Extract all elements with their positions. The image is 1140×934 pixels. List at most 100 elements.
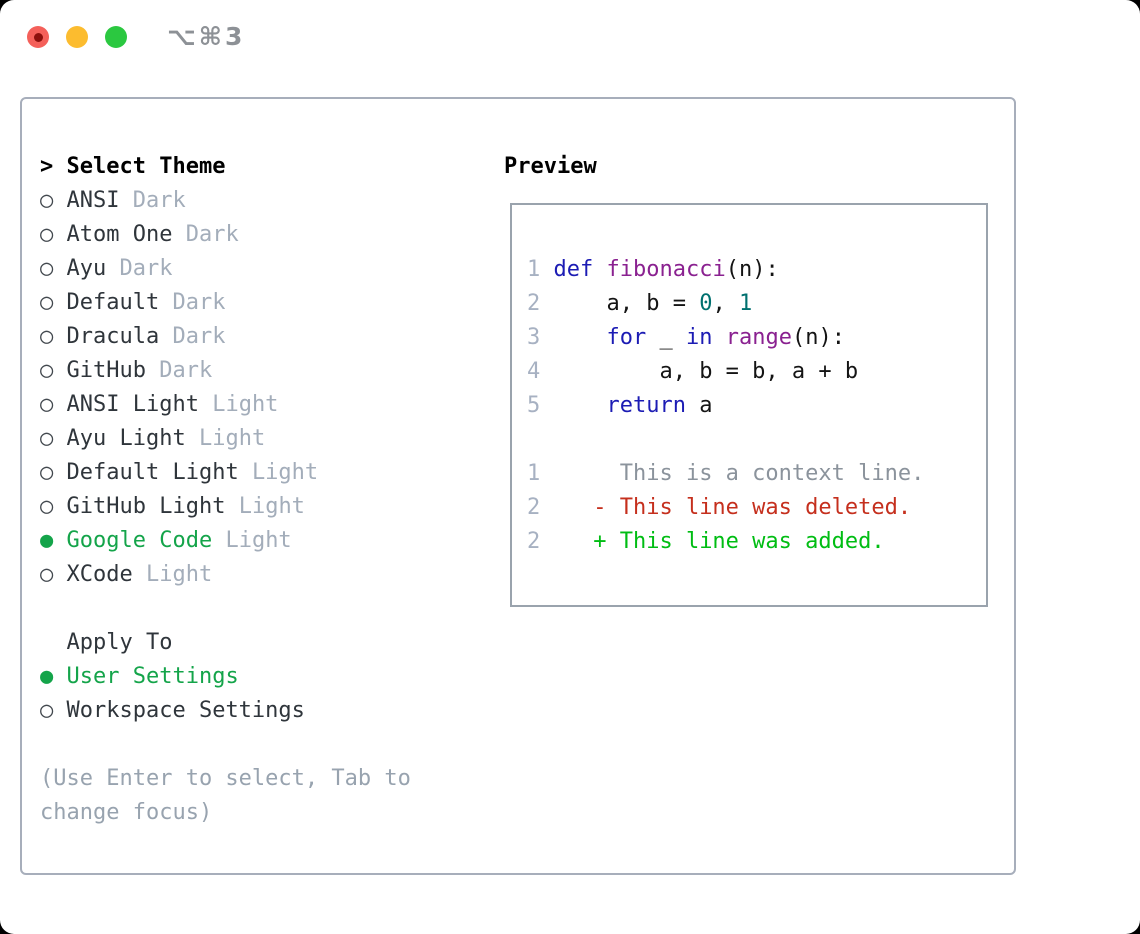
theme-variant: Light xyxy=(225,528,292,553)
radio-icon: ○ xyxy=(40,290,54,315)
apply-to-title: Apply To xyxy=(66,630,173,655)
theme-name: Default Light xyxy=(66,460,239,485)
theme-name: XCode xyxy=(66,562,133,587)
code-token: for xyxy=(606,325,647,350)
theme-list: > Select Theme○ ANSI Dark○ Atom One Dark… xyxy=(40,150,411,830)
theme-option-xcode-light[interactable]: ○ XCode Light xyxy=(40,558,411,592)
close-dot-icon xyxy=(33,32,43,42)
line-number: 5 xyxy=(527,393,541,418)
code-token xyxy=(712,325,725,350)
theme-name: ANSI Light xyxy=(66,392,199,417)
code-token: a, b = xyxy=(553,291,700,316)
radio-icon: ○ xyxy=(40,222,54,247)
radio-icon: ○ xyxy=(40,426,54,451)
radio-icon: ● xyxy=(40,528,54,553)
diff-sample: 1 This is a context line.2 - This line w… xyxy=(527,457,978,559)
code-token: , xyxy=(712,291,739,316)
line-number: 4 xyxy=(527,359,541,384)
theme-option-google-code-light[interactable]: ● Google Code Light xyxy=(40,524,411,558)
code-token: (n): xyxy=(725,257,779,282)
radio-icon: ○ xyxy=(40,460,54,485)
theme-name: GitHub xyxy=(66,358,146,383)
code-token: fibonacci xyxy=(606,257,726,282)
diff-line-context: 1 This is a context line. xyxy=(527,457,978,491)
radio-icon: ○ xyxy=(40,358,54,383)
theme-option-dracula-dark[interactable]: ○ Dracula Dark xyxy=(40,320,411,354)
code-token: _ xyxy=(646,325,686,350)
theme-option-github-dark[interactable]: ○ GitHub Dark xyxy=(40,354,411,388)
theme-variant: Dark xyxy=(172,324,226,349)
code-token: 0 xyxy=(699,291,713,316)
code-line: 4 a, b = b, a + b xyxy=(527,355,978,389)
diff-text: - This line was deleted. xyxy=(540,495,912,520)
code-token xyxy=(554,325,607,350)
apply-option-label: User Settings xyxy=(66,664,239,689)
help-text-line-2: change focus) xyxy=(40,796,411,830)
line-number: 2 xyxy=(527,529,541,554)
apply-option-user-settings[interactable]: ● User Settings xyxy=(40,660,411,694)
line-number: 2 xyxy=(527,495,541,520)
radio-icon: ○ xyxy=(40,494,54,519)
code-line: 5 return a xyxy=(527,389,978,423)
window-controls xyxy=(27,26,127,48)
apply-option-workspace-settings[interactable]: ○ Workspace Settings xyxy=(40,694,411,728)
theme-variant: Light xyxy=(145,562,213,587)
theme-variant: Light xyxy=(212,392,279,417)
radio-icon: ○ xyxy=(40,698,54,723)
code-token: a xyxy=(685,393,713,418)
theme-option-ayu-light-light[interactable]: ○ Ayu Light Light xyxy=(40,422,411,456)
radio-icon: ○ xyxy=(40,562,54,587)
code-line: 2 a, b = 0, 1 xyxy=(527,287,978,321)
theme-name: Google Code xyxy=(66,528,213,553)
diff-text: This is a context line. xyxy=(540,461,925,486)
help-text-line-1: (Use Enter to select, Tab to xyxy=(40,762,411,796)
theme-variant: Light xyxy=(198,426,266,451)
radio-icon: ○ xyxy=(40,188,54,213)
apply-to-header: Apply To xyxy=(40,626,411,660)
line-number: 2 xyxy=(527,291,541,316)
zoom-button[interactable] xyxy=(105,26,127,48)
line-number: 1 xyxy=(527,461,541,486)
theme-variant: Dark xyxy=(172,290,226,315)
theme-name: GitHub Light xyxy=(66,494,226,519)
theme-name: Atom One xyxy=(66,222,173,247)
code-token: (n): xyxy=(791,325,845,350)
theme-variant: Dark xyxy=(132,188,186,213)
radio-icon: ○ xyxy=(40,392,54,417)
radio-icon: ○ xyxy=(40,256,54,281)
minimize-button[interactable] xyxy=(66,26,88,48)
theme-option-default-light-light[interactable]: ○ Default Light Light xyxy=(40,456,411,490)
theme-option-github-light-light[interactable]: ○ GitHub Light Light xyxy=(40,490,411,524)
theme-list-header: > Select Theme xyxy=(40,150,411,184)
theme-option-ayu-dark[interactable]: ○ Ayu Dark xyxy=(40,252,411,286)
theme-name: Ayu xyxy=(66,256,107,281)
code-token: return xyxy=(606,393,686,418)
diff-line-deleted: 2 - This line was deleted. xyxy=(527,491,978,525)
spacer xyxy=(40,728,411,762)
theme-variant: Light xyxy=(238,494,305,519)
theme-option-atom-one-dark[interactable]: ○ Atom One Dark xyxy=(40,218,411,252)
theme-variant: Dark xyxy=(159,358,213,383)
diff-text: + This line was added. xyxy=(540,529,885,554)
theme-option-default-dark[interactable]: ○ Default Dark xyxy=(40,286,411,320)
apply-option-label: Workspace Settings xyxy=(66,698,305,723)
code-token xyxy=(554,393,607,418)
theme-variant: Dark xyxy=(185,222,239,247)
help-text: change focus) xyxy=(40,800,213,825)
close-button[interactable] xyxy=(27,26,49,48)
theme-option-ansi-dark[interactable]: ○ ANSI Dark xyxy=(40,184,411,218)
theme-option-ansi-light-light[interactable]: ○ ANSI Light Light xyxy=(40,388,411,422)
code-token: in xyxy=(685,325,713,350)
diff-line-added: 2 + This line was added. xyxy=(527,525,978,559)
radio-icon: ○ xyxy=(40,324,54,349)
code-token: range xyxy=(725,325,792,350)
theme-name: ANSI xyxy=(66,188,120,213)
theme-name: Default xyxy=(66,290,160,315)
theme-name: Ayu Light xyxy=(66,426,186,451)
code-token xyxy=(593,257,606,282)
theme-list-title: Select Theme xyxy=(66,154,226,179)
window-title: ⌥⌘3 xyxy=(167,22,246,51)
